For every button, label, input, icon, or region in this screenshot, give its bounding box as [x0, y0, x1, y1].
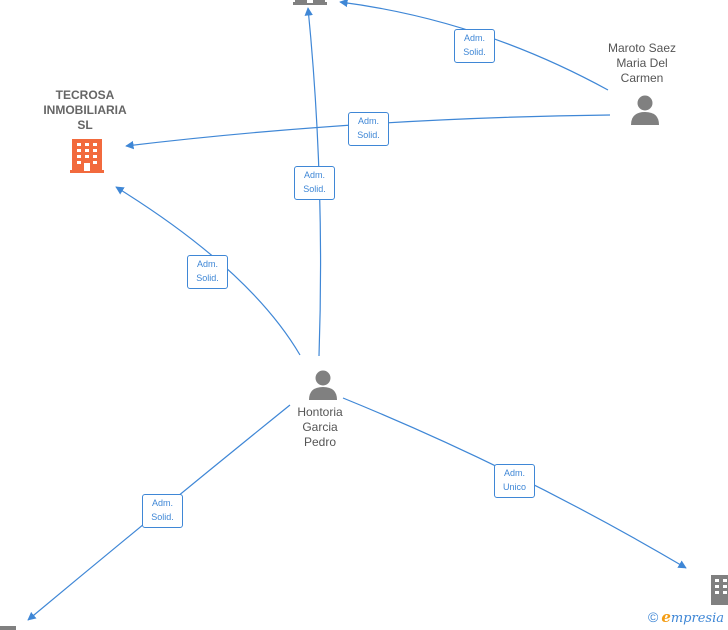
edge-label-hontoria-top: Adm. Solid. [294, 166, 335, 200]
node-label-hontoria[interactable]: Hontoria Garcia Pedro [297, 405, 343, 449]
brand-logo-text: mpresia [670, 611, 724, 626]
building-icon[interactable] [70, 139, 104, 173]
node-label-tecrosa[interactable]: TECROSA INMOBILIARIA SL [43, 88, 127, 132]
brand-logo-letter: e [661, 608, 671, 626]
building-icon-top[interactable] [293, 0, 327, 5]
person-icon-hontoria[interactable] [309, 370, 337, 401]
edge-label-hontoria-bottomleft: Adm. Solid. [142, 494, 183, 528]
edge-label-maroto-tecrosa: Adm. Solid. [348, 112, 389, 146]
node-label-maroto[interactable]: Maroto Saez Maria Del Carmen [607, 41, 677, 85]
building-icon-bottomleft[interactable] [0, 626, 16, 630]
copyright-icon: © [647, 609, 659, 625]
brand-watermark: ©empresia [648, 608, 724, 626]
edge-label-hontoria-bottomright: Adm. Unico [494, 464, 535, 498]
building-icon-bottomright[interactable] [711, 575, 728, 605]
person-icon-maroto[interactable] [631, 95, 659, 126]
edge-label-maroto-top: Adm. Solid. [454, 29, 495, 63]
edge-label-hontoria-tecrosa: Adm. Solid. [187, 255, 228, 289]
edge-hontoria-tecrosa [115, 186, 301, 356]
